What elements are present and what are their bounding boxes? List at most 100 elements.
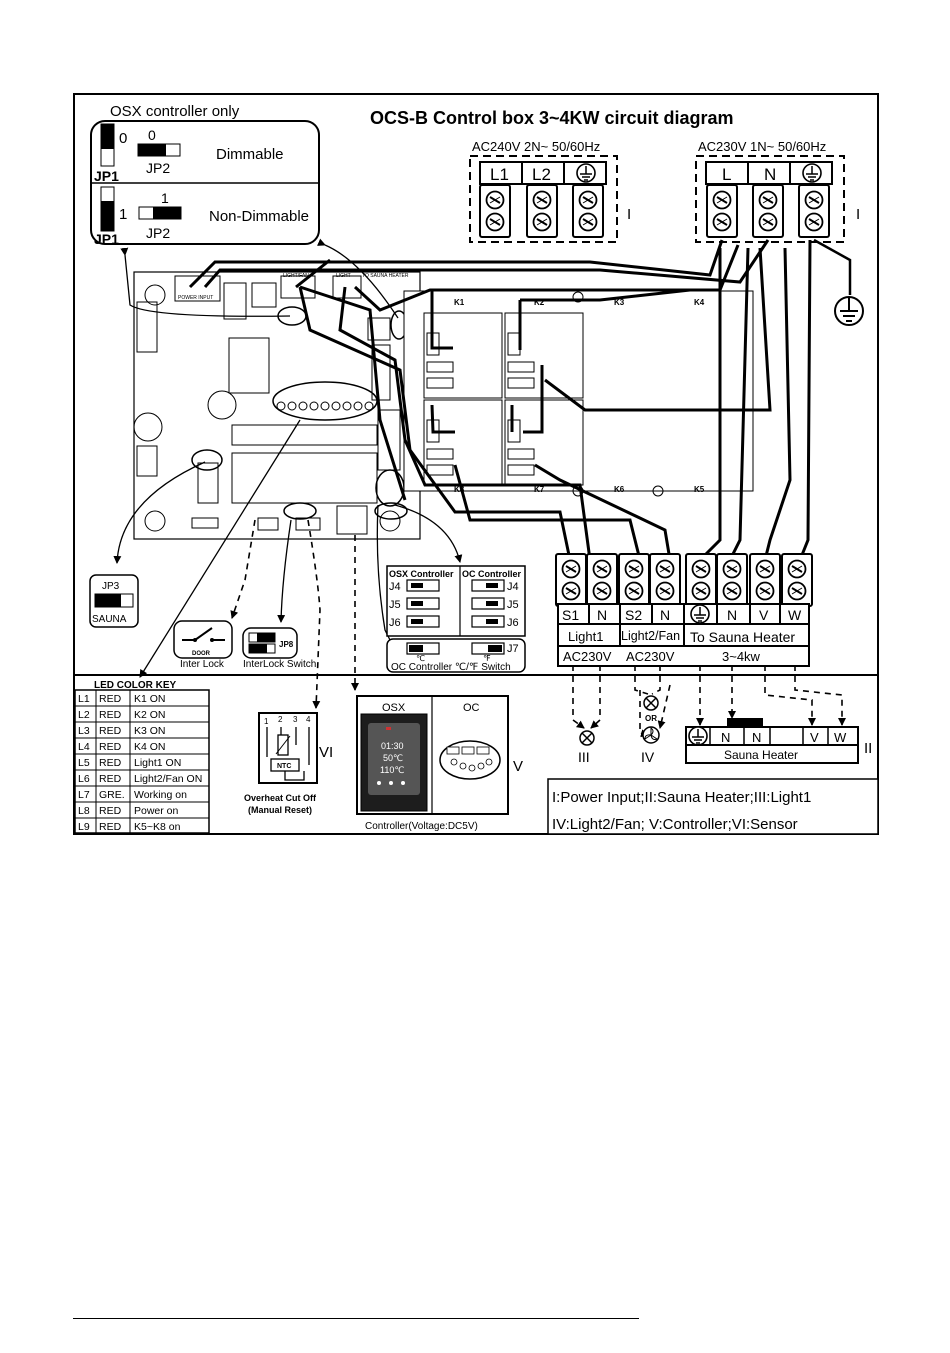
svg-text:DOOR: DOOR [192,651,211,657]
relay-k2: K2 [534,298,545,307]
ground-icon [802,163,822,183]
svg-text:J5: J5 [507,599,519,611]
svg-text:IV:Light2/Fan; V:Controller;V: IV:Light2/Fan; V:Controller;VI:Sensor [552,816,798,833]
oc-controller [439,740,501,780]
led-key-cell: RED [99,821,122,833]
jp8-interlock-switch: JP8 InterLock Switch [242,627,316,670]
dim-jp2-value: 0 [148,127,156,143]
svg-text:J6: J6 [389,617,401,629]
dim-jp2-label: JP2 [146,160,170,176]
relay-k1: K1 [454,298,465,307]
led-key-cell: RED [99,725,122,737]
wiring [188,239,812,562]
svg-text:V: V [759,607,769,623]
input-right-label: AC230V 1N~ 50/60Hz [698,139,826,154]
terminal-l1: L1 [490,165,509,184]
door-interlock: DOOR Inter Lock [173,620,233,670]
svg-text:JP3: JP3 [102,581,120,592]
led-key-cell: K5~K8 on [134,821,181,833]
non-dimmable-label: Non-Dimmable [209,208,309,225]
numeral-ii: II [864,740,872,757]
svg-text:J4: J4 [507,581,519,593]
dimmable-label: Dimmable [216,146,284,163]
led-key-cell: RED [99,709,122,721]
svg-text:01:30: 01:30 [381,741,404,751]
svg-text:J4: J4 [389,581,401,593]
svg-text:OC Controller ℃/℉ Switch: OC Controller ℃/℉ Switch [391,662,511,673]
led-key-cell: K3 ON [134,725,166,737]
terminal-l: L [722,165,731,184]
footer-rule [73,1318,639,1319]
led-key-cell: Power on [134,805,179,817]
svg-text:N: N [597,607,607,623]
svg-text:NTC: NTC [277,763,291,770]
svg-text:AC230V: AC230V [563,649,612,664]
ground-icon [690,604,710,624]
svg-text:I:Power Input;II:Sauna Heate: I:Power Input;II:Sauna Heater;III:Light1 [552,789,811,806]
svg-text:JP8: JP8 [279,640,294,649]
dim-jp1-label: JP1 [94,168,119,184]
nondim-jp1-label: JP1 [94,231,119,247]
svg-text:S2: S2 [625,607,642,623]
led-key-cell: Light2/Fan ON [134,773,202,785]
osx-only-heading: OSX controller only [110,103,240,120]
numeral-iii: III [578,749,590,765]
svg-text:OSX Controller: OSX Controller [389,569,454,579]
numeral-i-right: I [856,206,860,223]
svg-text:J5: J5 [389,599,401,611]
led-key-cell: L6 [78,773,90,785]
relay-k7: K7 [534,485,545,494]
led-key-cell: RED [99,773,122,785]
earth-ground-icon [834,296,864,326]
svg-text:N: N [752,730,761,745]
jp3-jumper: JP3 SAUNA [89,574,139,628]
controllers: OSX OC 01:30 50℃ 110℃ V Controller(Volta… [356,695,523,832]
svg-text:VI: VI [319,744,333,761]
led-key-cell: RED [99,757,122,769]
svg-text:3: 3 [293,715,298,724]
svg-text:V: V [513,758,523,775]
pcb-light-fan-label: LIGHT/FAN [283,273,309,279]
svg-text:SAUNA: SAUNA [92,614,127,625]
svg-text:50℃: 50℃ [383,753,403,763]
svg-text:(Manual Reset): (Manual Reset) [248,805,312,815]
led-key-cell: Working on [134,789,187,801]
numeral-iv: IV [641,749,655,765]
svg-text:Light1: Light1 [568,629,603,644]
svg-text:N: N [727,607,737,623]
led-key-cell: L3 [78,725,90,737]
pcb-light-label: LIGHT [336,273,351,279]
svg-text:4: 4 [306,715,311,724]
svg-text:Overheat Cut Off: Overheat Cut Off [244,793,317,803]
lamp-icon [579,730,595,746]
led-key-cell: K4 ON [134,741,166,753]
lamp-or-fan-icon: OR [642,695,660,744]
svg-text:S1: S1 [562,607,579,623]
svg-text:J7: J7 [507,643,519,655]
svg-text:OC Controller: OC Controller [462,569,521,579]
led-key-cell: Light1 ON [134,757,181,769]
output-terminal-block: S1 N S2 N N V W Light1 Light2/Fan To Sau… [555,553,813,667]
relay-k8: K8 [454,485,465,494]
led-key-cell: L7 [78,789,90,801]
legend: I:Power Input;II:Sauna Heater;III:Light1… [547,778,879,835]
led-key-cell: RED [99,693,122,705]
nondim-jp1-value: 1 [119,206,127,223]
led-key-cell: L4 [78,741,90,753]
pcb-board: POWER INPUT LIGHT/FAN LIGHT TO SAUNA HEA… [133,271,421,540]
svg-text:OR: OR [645,714,657,723]
input-left-label: AC240V 2N~ 50/60Hz [472,139,600,154]
sauna-heater: N N V W Sauna Heater [685,718,859,764]
controller-jumper-panel: OSX Controller OC Controller J4 J5 J6 J4… [386,565,526,673]
nondim-jp2-label: JP2 [146,225,170,241]
sensor-ntc: 1 2 3 4 NTC VI Overheat Cut Off (Manual … [244,712,333,815]
relay-k5: K5 [694,485,705,494]
diagram-frame [73,93,879,835]
svg-text:W: W [788,607,802,623]
diagram-title: OCS-B Control box 3~4KW circuit diagram [370,108,734,128]
led-key-cell: K2 ON [134,709,166,721]
svg-text:Inter Lock: Inter Lock [180,659,225,670]
led-key-cell: GRE. [99,789,125,801]
